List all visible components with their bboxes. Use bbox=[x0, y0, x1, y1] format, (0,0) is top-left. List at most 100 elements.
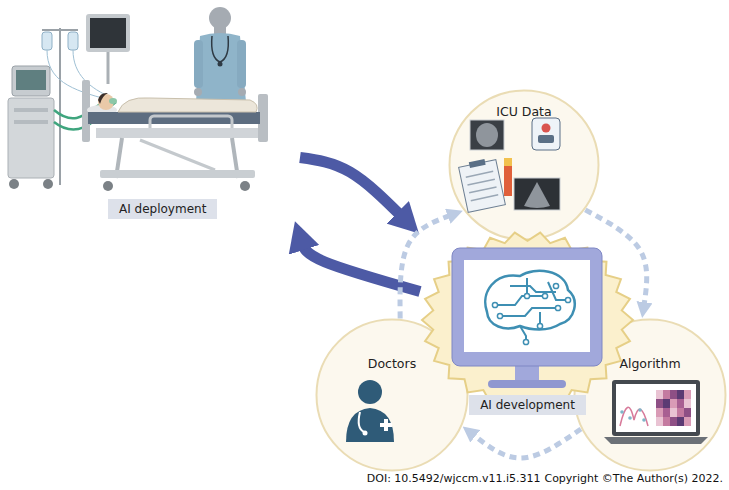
iv-pole bbox=[68, 32, 78, 50]
laptop-icon bbox=[656, 417, 663, 426]
laptop-icon bbox=[638, 408, 642, 412]
ventilator-cart bbox=[43, 179, 53, 189]
laptop-icon bbox=[663, 399, 670, 408]
circle-outline bbox=[573, 318, 727, 472]
algorithm-circle: Algorithm bbox=[573, 318, 727, 472]
wall-monitor bbox=[90, 18, 126, 48]
laptop-icon bbox=[684, 390, 691, 399]
laptop-icon bbox=[620, 407, 648, 426]
icu-data-icons bbox=[476, 123, 498, 147]
doctor-icon bbox=[359, 412, 364, 432]
icu-data-icons bbox=[466, 171, 493, 177]
nurse-figure bbox=[209, 7, 231, 29]
laptop-icon bbox=[663, 408, 670, 417]
footer-note: DOI: 10.5492/wjccm.v11.i5.311Copyright ©… bbox=[367, 472, 723, 485]
iv-pole bbox=[73, 50, 112, 98]
icu-data-icons bbox=[470, 120, 504, 150]
dashed-arrow bbox=[472, 429, 581, 458]
ventilator-cart bbox=[8, 98, 54, 178]
hospital-bed bbox=[96, 128, 258, 138]
laptop-icon bbox=[684, 417, 691, 426]
ventilator-cart bbox=[8, 66, 54, 189]
nurse-figure bbox=[194, 88, 202, 96]
nurse-figure bbox=[196, 33, 246, 102]
circle-title: ICU Data bbox=[496, 104, 551, 119]
icu-data-icons bbox=[532, 118, 560, 150]
laptop-icon bbox=[684, 399, 691, 408]
doctor-icon bbox=[363, 431, 368, 436]
laptop-icon bbox=[677, 408, 684, 417]
laptop-icon bbox=[670, 390, 677, 399]
ventilator-cart bbox=[12, 66, 50, 96]
wall-monitor bbox=[107, 52, 110, 84]
stage-label: AI deployment bbox=[108, 199, 217, 219]
laptop-icon bbox=[677, 399, 684, 408]
icu-data-icons bbox=[542, 124, 551, 133]
laptop-icon bbox=[604, 437, 708, 444]
icu-data-icons bbox=[504, 158, 512, 166]
ventilator-cart bbox=[9, 179, 19, 189]
burst-outline bbox=[420, 230, 635, 420]
laptop-icon bbox=[604, 380, 708, 444]
hospital-bed bbox=[103, 181, 113, 191]
laptop-icon bbox=[656, 408, 663, 417]
iv-pole bbox=[42, 32, 52, 50]
deployment-scene: AI deployment bbox=[0, 0, 300, 228]
laptop-icon bbox=[612, 380, 700, 436]
icu-data-icons bbox=[524, 182, 550, 208]
icu-data-icons bbox=[504, 158, 512, 196]
circle-title: Doctors bbox=[368, 356, 416, 371]
cycle-arrow bbox=[300, 158, 403, 218]
hospital-bed bbox=[82, 80, 268, 191]
laptop-icon bbox=[642, 418, 646, 422]
nurse-figure bbox=[218, 62, 223, 67]
laptop-icon bbox=[663, 417, 670, 426]
hospital-bed bbox=[100, 170, 255, 178]
data-circle: ICU Data bbox=[448, 89, 600, 241]
laptop-icon bbox=[656, 399, 663, 408]
laptop-icon bbox=[616, 384, 696, 432]
laptop-icon bbox=[670, 399, 677, 408]
laptop-icon bbox=[656, 390, 663, 399]
hospital-bed bbox=[240, 181, 250, 191]
copyright-note: Copyright ©The Author(s) 2022. bbox=[544, 472, 723, 485]
nurse-figure bbox=[238, 88, 246, 96]
laptop-icon bbox=[670, 417, 677, 426]
nurse-figure bbox=[194, 7, 246, 112]
burst-outline bbox=[422, 233, 633, 408]
iv-pole bbox=[59, 28, 61, 185]
wall-monitor bbox=[86, 14, 130, 52]
laptop-icon bbox=[628, 416, 632, 420]
icu-data-icons bbox=[514, 178, 560, 210]
stage-label: AI development bbox=[469, 395, 586, 415]
circle-outline bbox=[315, 318, 469, 472]
hospital-bed bbox=[140, 140, 215, 170]
hospital-bed bbox=[88, 112, 260, 124]
laptop-icon bbox=[677, 390, 684, 399]
icu-data-icons bbox=[469, 187, 496, 193]
ventilator-cart bbox=[14, 120, 48, 124]
nurse-figure bbox=[194, 40, 203, 88]
ventilator-cart bbox=[16, 70, 46, 90]
computer-monitor bbox=[452, 248, 602, 388]
laptop-icon bbox=[677, 417, 684, 426]
laptop-icon bbox=[684, 408, 691, 417]
hospital-bed bbox=[98, 93, 108, 104]
ventilator-cart bbox=[14, 108, 48, 112]
icu-data-icons bbox=[538, 135, 554, 143]
wall-monitor bbox=[86, 14, 130, 84]
doctor-circle: Doctors bbox=[315, 318, 469, 472]
laptop-icon bbox=[670, 408, 677, 417]
circle-outline bbox=[450, 91, 599, 240]
hospital-bed bbox=[109, 98, 117, 104]
doctor-icon bbox=[358, 380, 382, 404]
nurse-figure bbox=[237, 40, 246, 88]
laptop-icon bbox=[663, 390, 670, 399]
circle-title: Algorithm bbox=[619, 356, 680, 371]
laptop-icon bbox=[620, 410, 624, 414]
iv-pole bbox=[42, 29, 78, 31]
copyright-note: DOI: 10.5492/wjccm.v11.i5.311 bbox=[367, 472, 541, 485]
development-burst: AI development bbox=[420, 230, 635, 420]
